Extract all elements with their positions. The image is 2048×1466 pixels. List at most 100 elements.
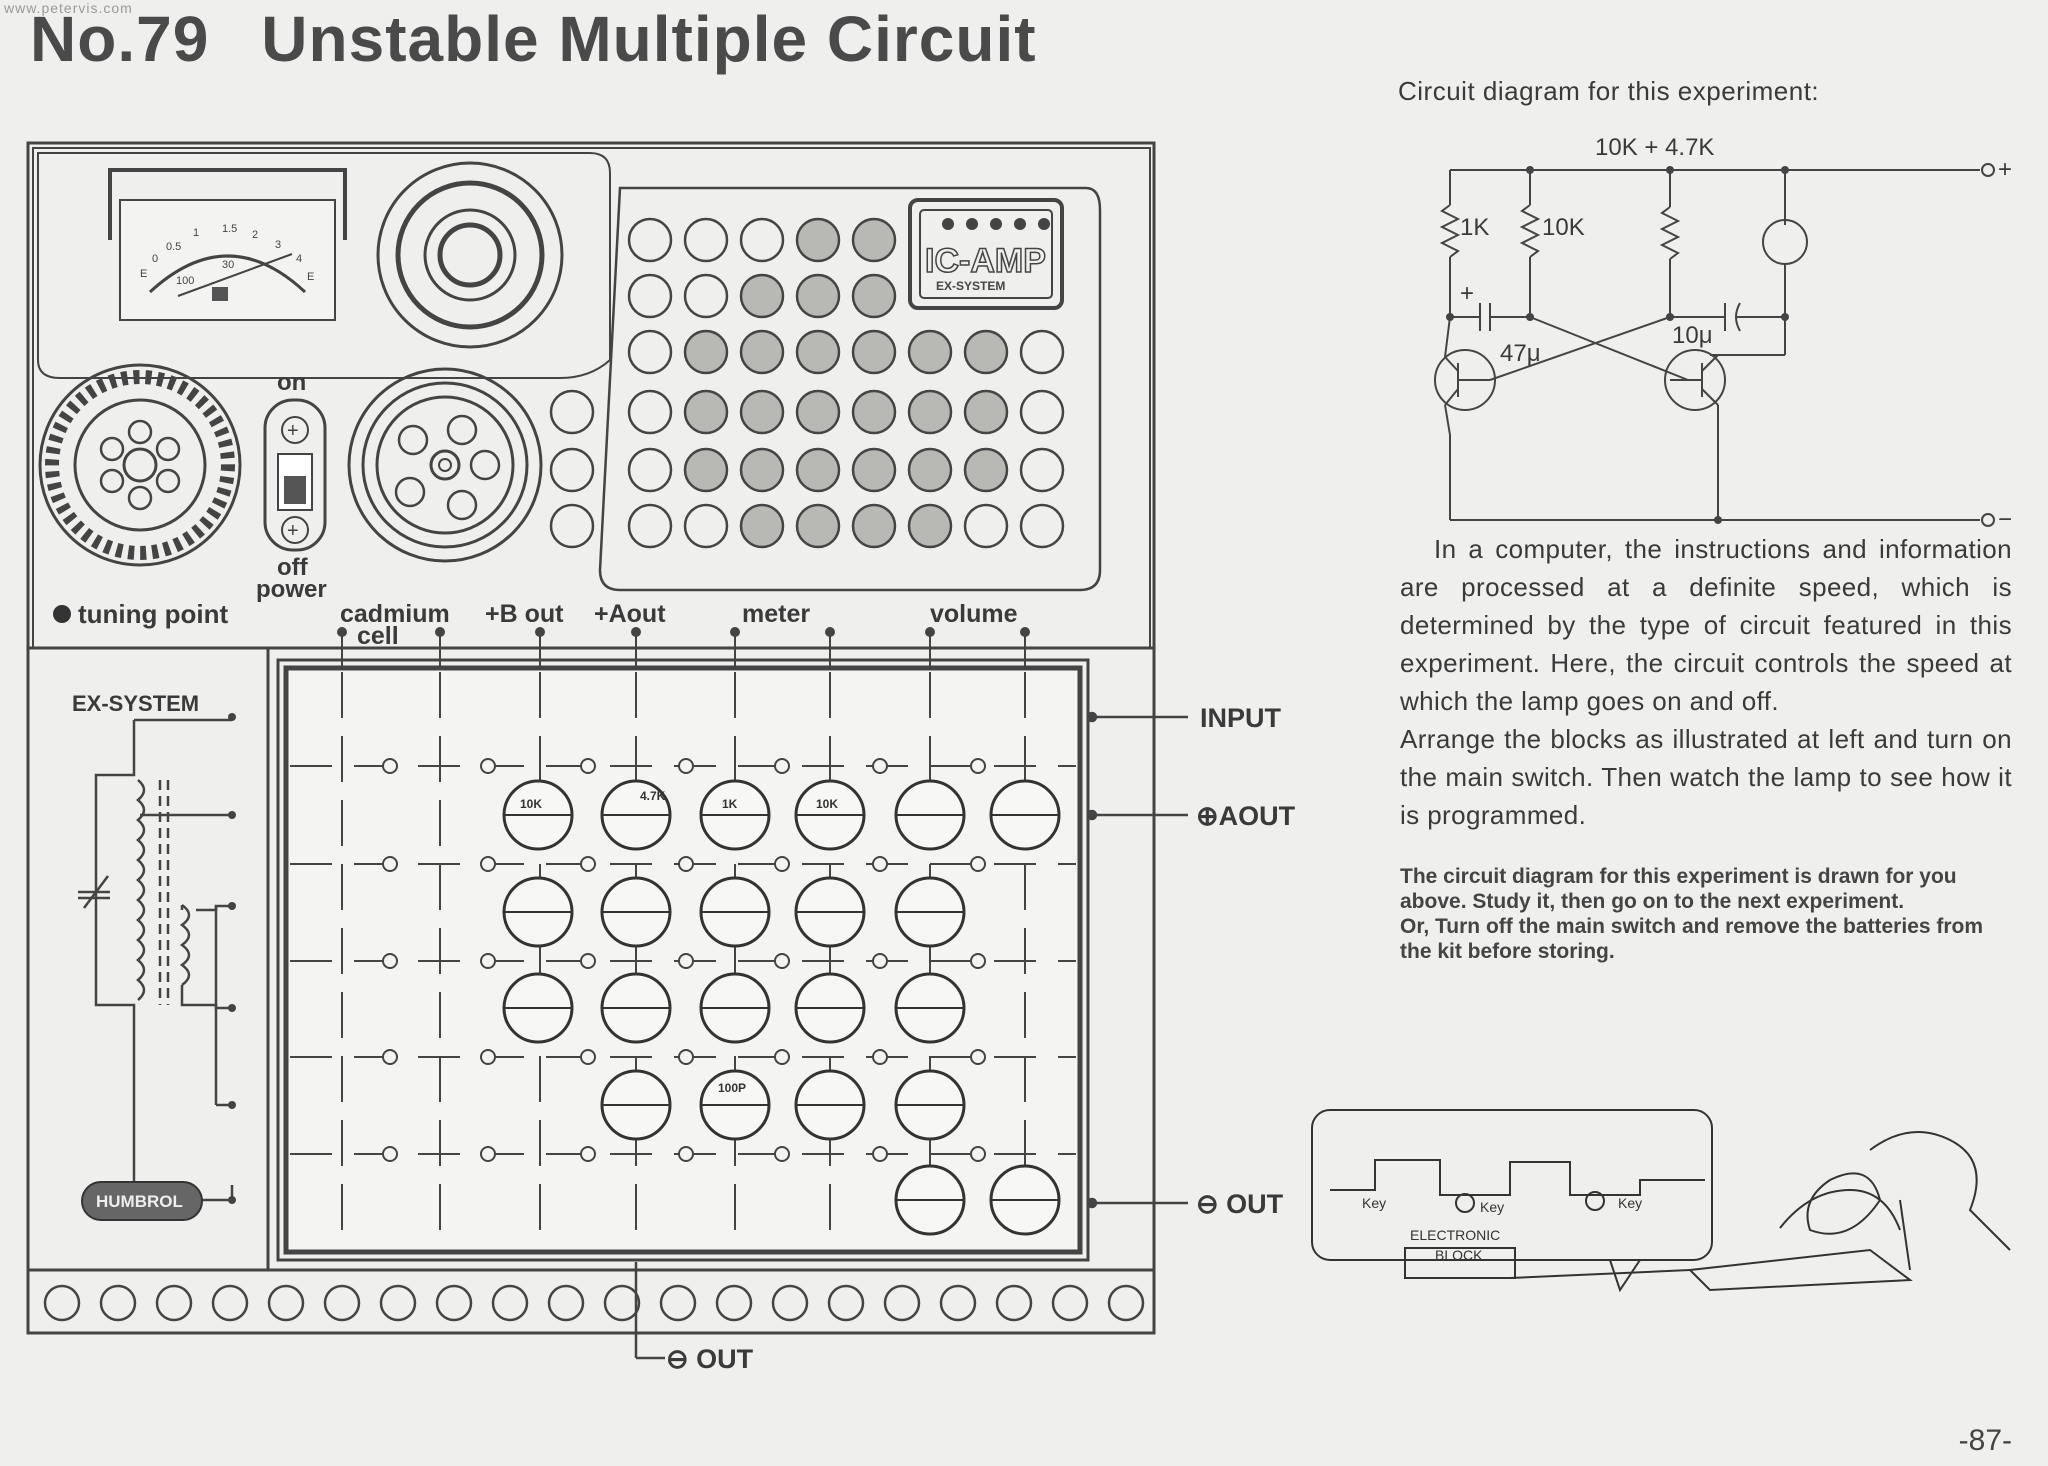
board-node (580, 856, 596, 872)
cartoon-key-1: Key (1362, 1195, 1386, 1211)
terminal-hole (683, 329, 729, 375)
terminal-hole (907, 389, 953, 435)
board-node (872, 1049, 888, 1065)
board-node (382, 1146, 398, 1162)
circuit-top-label: 10K + 4.7K (1595, 134, 1714, 161)
cartoon-block: BLOCK (1435, 1247, 1483, 1263)
bottom-hole (43, 1284, 81, 1322)
board-node (480, 856, 496, 872)
circuit-intro: Circuit diagram for this experiment: (1398, 76, 1820, 106)
terminal-hole (1019, 389, 1065, 435)
body-paragraph-2: Arrange the blocks as illustrated at lef… (1400, 724, 2012, 830)
kit-frame (26, 141, 1156, 1335)
bottom-hole (715, 1284, 753, 1322)
bottom-terminal-row (43, 1284, 1145, 1322)
page-number: -87- (1958, 1424, 2012, 1457)
board-node (580, 758, 596, 774)
svg-text:100: 100 (176, 275, 194, 287)
cartoon-electronic: ELECTRONIC (1410, 1227, 1500, 1243)
board-node (580, 1049, 596, 1065)
power-switch[interactable]: + + (263, 398, 327, 552)
label-bout: +B out (485, 600, 564, 628)
terminal-hole (627, 503, 673, 549)
block-label: 100P (718, 1081, 746, 1095)
terminal-hole (739, 389, 785, 435)
terminal-hole (739, 329, 785, 375)
circuit-c2-label: 10μ (1672, 322, 1713, 349)
board-node (970, 1146, 986, 1162)
terminal-hole (963, 447, 1009, 493)
terminal-hole (549, 389, 595, 435)
circuit-r1-label: 1K (1460, 214, 1489, 241)
board-grid (290, 672, 1076, 1248)
terminal-hole (627, 217, 673, 263)
board-node (970, 758, 986, 774)
bottom-hole (491, 1284, 529, 1322)
label-meter: meter (742, 600, 810, 628)
ex-system-label: EX-SYSTEM (72, 691, 199, 716)
board-node (480, 1049, 496, 1065)
board-node (678, 1049, 694, 1065)
svg-text:+: + (287, 420, 299, 442)
board-node (970, 953, 986, 969)
terminal-hole (739, 273, 785, 319)
terminal-hole (1019, 329, 1065, 375)
board-node (774, 1049, 790, 1065)
note-paragraph-1: The circuit diagram for this experiment … (1400, 865, 1957, 913)
note-text: The circuit diagram for this experiment … (1400, 864, 2020, 964)
board-node (382, 856, 398, 872)
bottom-hole (267, 1284, 305, 1322)
body-text: In a computer, the instructions and info… (1400, 530, 2012, 834)
board-node (580, 953, 596, 969)
board-node (872, 953, 888, 969)
bottom-hole (1107, 1284, 1145, 1322)
terminal-hole (851, 503, 897, 549)
terminal-hole (963, 503, 1009, 549)
board-node (382, 953, 398, 969)
bottom-hole (379, 1284, 417, 1322)
switch-on-label: on (277, 369, 306, 396)
terminal-hole (683, 503, 729, 549)
board-node (774, 1146, 790, 1162)
board-node (678, 758, 694, 774)
terminal-hole (739, 447, 785, 493)
terminal-hole (851, 447, 897, 493)
svg-text:0: 0 (152, 253, 158, 265)
brand-label: HUMBROL (96, 1192, 183, 1211)
terminal-hole (795, 329, 841, 375)
experiment-title: Unstable Multiple Circuit (261, 3, 1037, 75)
svg-text:0.5: 0.5 (166, 241, 181, 253)
ex-system-coil-panel: EX-SYSTEM HUMBROL (72, 648, 270, 1270)
svg-text:1.5: 1.5 (222, 223, 237, 235)
terminal-hole (1019, 503, 1065, 549)
label-out-side: ⊖ OUT (1196, 1189, 1284, 1219)
speaker (376, 161, 564, 349)
board-node (382, 1049, 398, 1065)
circuit-diagram: 10K + 4.7K 1K 10K 47μ 10μ + + − (1434, 134, 2012, 533)
bottom-hole (155, 1284, 193, 1322)
block-label: 10K (520, 797, 542, 811)
volume-dial (347, 367, 543, 563)
bottom-hole (827, 1284, 865, 1322)
terminal-hole (627, 329, 673, 375)
tuning-point-label: tuning point (78, 599, 229, 629)
circuit-c1-label: 47μ (1500, 340, 1541, 367)
bottom-hole (211, 1284, 249, 1322)
terminal-hole (683, 273, 729, 319)
cartoon-key-2: Key (1480, 1199, 1504, 1215)
rail-minus: − (1998, 506, 2012, 533)
bottom-hole (547, 1284, 585, 1322)
bottom-hole (995, 1284, 1033, 1322)
note-paragraph-2: Or, Turn off the main switch and remove … (1400, 915, 1984, 963)
block-label: 10K (816, 797, 838, 811)
bottom-hole (603, 1284, 641, 1322)
terminal-hole (795, 389, 841, 435)
terminal-hole (627, 273, 673, 319)
terminal-hole (795, 447, 841, 493)
terminal-hole (907, 447, 953, 493)
board-node (872, 758, 888, 774)
cartoon-illustration: Key Key Key ELECTRONIC BLOCK (1311, 1109, 2011, 1293)
